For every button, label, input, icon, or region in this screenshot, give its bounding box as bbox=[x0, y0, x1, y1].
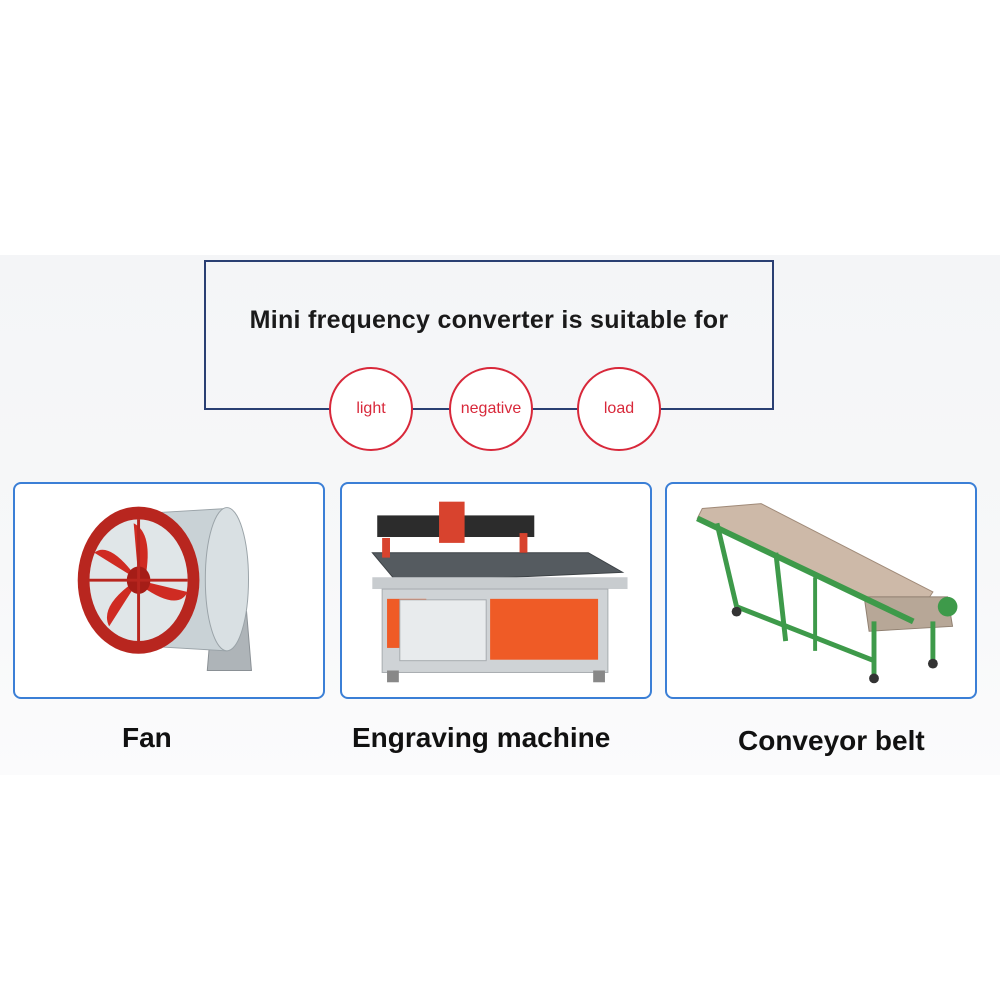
page-title: Mini frequency converter is suitable for bbox=[249, 306, 729, 334]
axial-fan-image bbox=[77, 506, 252, 671]
card-engraving-machine bbox=[340, 482, 652, 699]
caption-fan: Fan bbox=[122, 722, 172, 753]
caption-engraving-machine: Engraving machine bbox=[352, 722, 611, 753]
inclined-conveyor-belt-image bbox=[696, 503, 958, 684]
badge-load: load bbox=[577, 367, 661, 451]
badge-light: light bbox=[329, 367, 413, 451]
cnc-engraving-machine-image bbox=[371, 501, 628, 683]
badge-negative: negative bbox=[449, 367, 533, 451]
card-fan bbox=[13, 482, 325, 699]
caption-conveyor-belt: Conveyor belt bbox=[738, 725, 925, 756]
card-conveyor-belt bbox=[665, 482, 977, 699]
